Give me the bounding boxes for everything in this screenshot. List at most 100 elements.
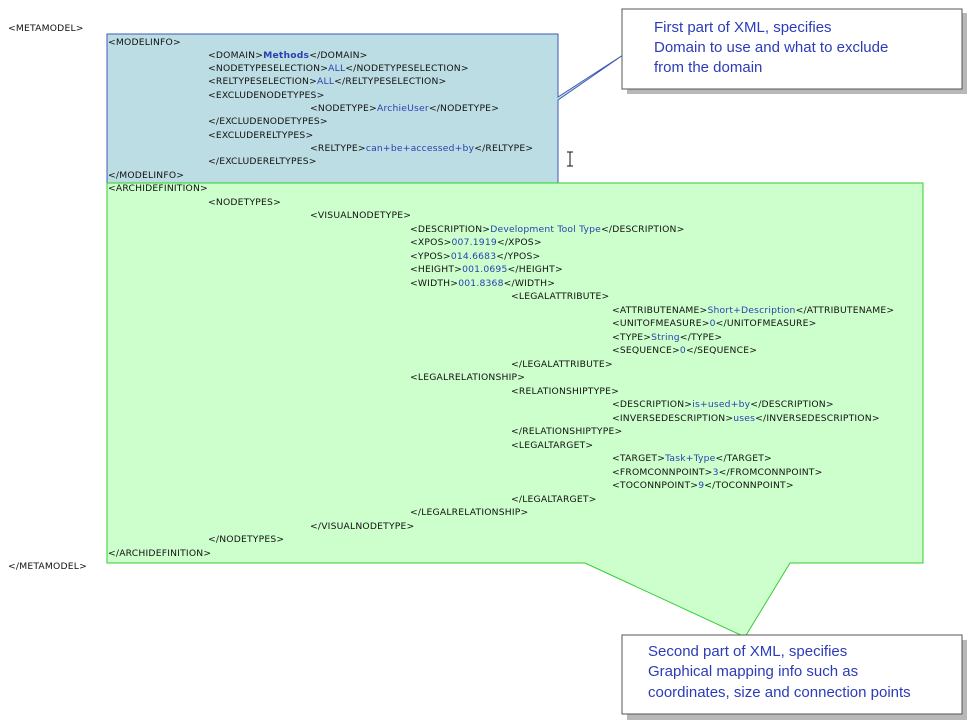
xml-tag: <NODETYPE>	[310, 103, 377, 114]
xml-tag: </DOMAIN>	[309, 50, 367, 61]
xml-line-l31: <LEGALTARGET>	[511, 440, 593, 451]
callout-first-line-1: First part of XML, specifies	[654, 19, 832, 36]
xml-tag: </NODETYPES>	[208, 534, 284, 545]
xml-line-l39: </ARCHIDEFINITION>	[108, 548, 211, 559]
xml-tag: </TOCONNPOINT>	[704, 480, 794, 491]
xml-tag: </RELTYPE>	[474, 143, 533, 154]
xml-line-l17: <YPOS>014.6683</YPOS>	[410, 251, 540, 262]
xml-value: ArchieUser	[377, 103, 429, 114]
xml-value: Short+Description	[707, 305, 795, 316]
xml-line-l21: <ATTRIBUTENAME>Short+Description</ATTRIB…	[612, 305, 894, 316]
xml-tag: </SEQUENCE>	[686, 345, 757, 356]
xml-tag: <ATTRIBUTENAME>	[612, 305, 707, 316]
xml-tag: <HEIGHT>	[410, 264, 462, 275]
xml-tag: <ARCHIDEFINITION>	[108, 183, 208, 194]
archidefinition-highlight	[106, 182, 924, 638]
metamodel-open-tag: <METAMODEL>	[8, 23, 84, 34]
xml-value: 0	[710, 318, 716, 329]
callout-second-line-2: Graphical mapping info such as	[648, 663, 858, 680]
xml-tag: <DESCRIPTION>	[612, 399, 692, 410]
xml-tag: </NODETYPE>	[429, 103, 499, 114]
xml-tag: </YPOS>	[496, 251, 540, 262]
xml-line-l18: <HEIGHT>001.0695</HEIGHT>	[410, 264, 563, 275]
xml-tag: <FROMCONNPOINT>	[612, 467, 713, 478]
xml-value: 9	[698, 480, 704, 491]
xml-line-l24: <SEQUENCE>0</SEQUENCE>	[612, 345, 757, 356]
xml-line-l38: </NODETYPES>	[208, 534, 284, 545]
xml-line-l04: <RELTYPESELECTION>ALL</RELTYPESELECTION>	[208, 76, 446, 87]
xml-tag: <RELTYPE>	[310, 143, 366, 154]
xml-tag: </VISUALNODETYPE>	[310, 521, 414, 532]
xml-tag: <XPOS>	[410, 237, 452, 248]
xml-tag: <VISUALNODETYPE>	[310, 210, 411, 221]
text-cursor-icon	[567, 151, 573, 167]
xml-tag: </RELTYPESELECTION>	[334, 76, 446, 87]
xml-line-l07: </EXCLUDENODETYPES>	[208, 116, 328, 127]
xml-value: 007.1919	[452, 237, 497, 248]
xml-tag: <LEGALTARGET>	[511, 440, 593, 451]
xml-tag: <LEGALRELATIONSHIP>	[410, 372, 525, 383]
callout-second-line-1: Second part of XML, specifies	[648, 643, 847, 660]
xml-line-l08: <EXCLUDERELTYPES>	[208, 130, 313, 141]
xml-tag: <TARGET>	[612, 453, 665, 464]
xml-tag: </RELATIONSHIPTYPE>	[511, 426, 622, 437]
xml-tag: <RELTYPESELECTION>	[208, 76, 317, 87]
xml-value: ALL	[317, 76, 335, 87]
xml-line-l02: <DOMAIN>Methods</DOMAIN>	[208, 50, 368, 61]
xml-tag: </MODELINFO>	[108, 170, 184, 181]
xml-tag: </TARGET>	[716, 453, 772, 464]
xml-line-l36: </LEGALRELATIONSHIP>	[410, 507, 528, 518]
xml-value: Methods	[263, 50, 309, 61]
xml-value: is+used+by	[692, 399, 750, 410]
xml-value: Development Tool Type	[490, 224, 601, 235]
callout-first-line-3: from the domain	[654, 59, 762, 76]
xml-line-l33: <FROMCONNPOINT>3</FROMCONNPOINT>	[612, 467, 823, 478]
xml-line-l01: <MODELINFO>	[108, 37, 181, 48]
xml-tag: <INVERSEDESCRIPTION>	[612, 413, 733, 424]
xml-line-l29: <INVERSEDESCRIPTION>uses</INVERSEDESCRIP…	[612, 413, 880, 424]
xml-line-l14: <VISUALNODETYPE>	[310, 210, 411, 221]
xml-value: 001.8368	[458, 278, 503, 289]
xml-line-l09: <RELTYPE>can+be+accessed+by</RELTYPE>	[310, 143, 533, 154]
xml-line-l22: <UNITOFMEASURE>0</UNITOFMEASURE>	[612, 318, 817, 329]
xml-line-l30: </RELATIONSHIPTYPE>	[511, 426, 622, 437]
xml-tag: <LEGALATTRIBUTE>	[511, 291, 609, 302]
xml-tag: </UNITOFMEASURE>	[716, 318, 817, 329]
xml-tag: </ARCHIDEFINITION>	[108, 548, 211, 559]
xml-line-l10: </EXCLUDERELTYPES>	[208, 156, 317, 167]
xml-line-l23: <TYPE>String</TYPE>	[612, 332, 722, 343]
xml-value: Task+Type	[664, 453, 716, 464]
xml-line-l06: <NODETYPE>ArchieUser</NODETYPE>	[310, 103, 499, 114]
xml-line-l27: <RELATIONSHIPTYPE>	[511, 386, 619, 397]
xml-tag: <MODELINFO>	[108, 37, 181, 48]
xml-tag: </DESCRIPTION>	[750, 399, 833, 410]
xml-tag: </XPOS>	[497, 237, 542, 248]
xml-value: 3	[713, 467, 719, 478]
xml-value: uses	[733, 413, 755, 424]
xml-tag: <WIDTH>	[410, 278, 458, 289]
xml-tag: <EXCLUDENODETYPES>	[208, 90, 325, 101]
xml-line-l05: <EXCLUDENODETYPES>	[208, 90, 325, 101]
xml-tag: </WIDTH>	[504, 278, 555, 289]
metamodel-close-tag: </METAMODEL>	[8, 561, 87, 572]
xml-line-l28: <DESCRIPTION>is+used+by</DESCRIPTION>	[612, 399, 834, 410]
xml-tag: </EXCLUDENODETYPES>	[208, 116, 328, 127]
xml-line-l12: <ARCHIDEFINITION>	[108, 183, 208, 194]
xml-tag: <TYPE>	[612, 332, 651, 343]
xml-line-l26: <LEGALRELATIONSHIP>	[410, 372, 525, 383]
xml-line-l20: <LEGALATTRIBUTE>	[511, 291, 609, 302]
xml-tag: </NODETYPESELECTION>	[345, 63, 468, 74]
xml-line-l15: <DESCRIPTION>Development Tool Type</DESC…	[410, 224, 685, 235]
xml-tag: </EXCLUDERELTYPES>	[208, 156, 317, 167]
xml-value: ALL	[328, 63, 346, 74]
xml-tag: <DOMAIN>	[208, 50, 263, 61]
xml-value: 0	[680, 345, 686, 356]
xml-line-l35: </LEGALTARGET>	[511, 494, 597, 505]
callout-first-line-2: Domain to use and what to exclude	[654, 39, 888, 56]
xml-tag: </LEGALATTRIBUTE>	[511, 359, 613, 370]
callout-second-part: Second part of XML, specifies Graphical …	[621, 634, 967, 720]
xml-line-l32: <TARGET>Task+Type</TARGET>	[612, 453, 772, 464]
xml-tag: <TOCONNPOINT>	[612, 480, 698, 491]
callout-second-line-3: coordinates, size and connection points	[648, 684, 911, 701]
